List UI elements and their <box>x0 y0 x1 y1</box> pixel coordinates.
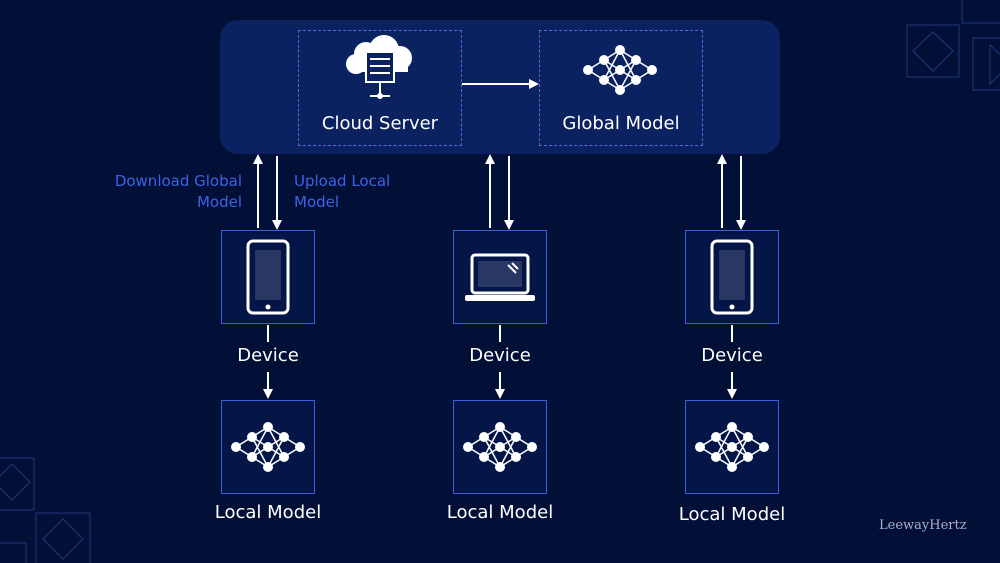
device-card-2 <box>453 230 547 324</box>
global-model-box <box>539 30 703 146</box>
download-label: Download Global Model <box>114 172 242 211</box>
local-model-neural-network-icon <box>230 421 306 473</box>
local-model-label-1: Local Model <box>214 502 322 523</box>
local-model-label-3: Local Model <box>678 504 786 525</box>
cloud-server-label: Cloud Server <box>321 113 439 134</box>
global-model-label: Global Model <box>562 113 680 134</box>
smartphone-icon <box>710 239 754 315</box>
global-model-neural-network-icon <box>582 44 658 96</box>
laptop-icon <box>465 253 535 301</box>
device-label-3: Device <box>701 345 763 366</box>
smartphone-icon <box>246 239 290 315</box>
device-label-2: Device <box>469 345 531 366</box>
server-panel <box>220 20 780 154</box>
local-model-neural-network-icon <box>694 421 770 473</box>
local-model-label-2: Local Model <box>446 502 554 523</box>
upload-label: Upload Local Model <box>294 172 391 211</box>
brand-watermark: LeewayHertz <box>879 518 967 533</box>
local-model-neural-network-icon <box>462 421 538 473</box>
cloud-server-icon <box>346 35 412 99</box>
cloud-server-box <box>298 30 462 146</box>
device-label-1: Device <box>237 345 299 366</box>
